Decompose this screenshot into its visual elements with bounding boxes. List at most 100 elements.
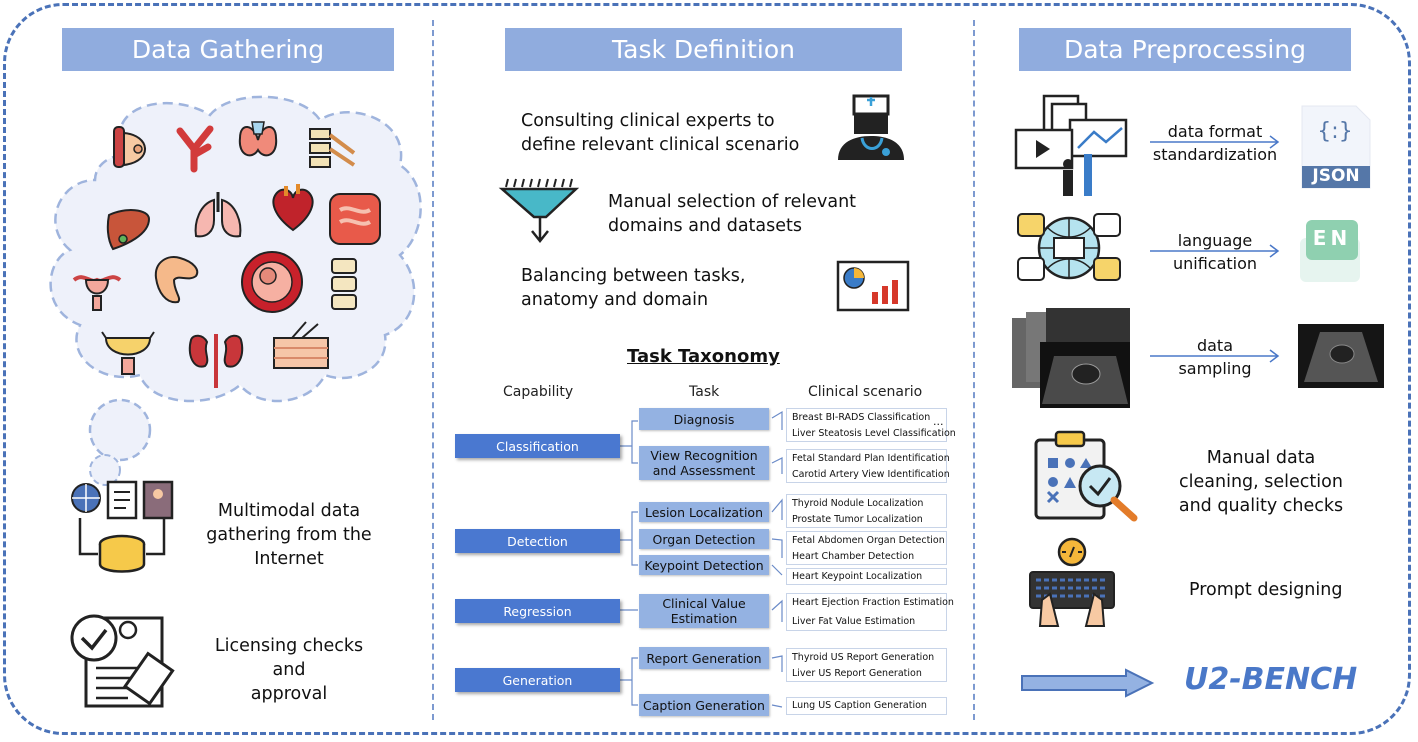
task-view-recognition: View Recognition and Assessment <box>639 446 769 480</box>
step-line: define relevant clinical scenario <box>521 135 800 155</box>
task-caption-generation: Caption Generation <box>639 694 769 716</box>
json-glyph: {:} <box>1317 119 1353 144</box>
en-badge: EN <box>1312 226 1352 250</box>
step-line: anatomy and domain <box>521 290 709 310</box>
arrow-label-line: unification <box>1172 254 1258 273</box>
funnel-icon <box>498 178 580 244</box>
fetus-icon <box>241 251 303 313</box>
arrow-label-line: data format <box>1167 122 1263 141</box>
scenario-box-keypoint: Heart Keypoint Localization <box>786 568 947 585</box>
scenario-text: Heart Keypoint Localization <box>792 571 923 582</box>
arrow-label-line: sampling <box>1178 359 1252 378</box>
pancreas-icon <box>154 256 199 304</box>
json-badge: JSON <box>1312 166 1360 186</box>
outer-frame <box>3 3 1411 735</box>
skin-icon <box>273 321 329 369</box>
ultrasound-image-icon <box>1298 324 1384 388</box>
step-line: domains and datasets <box>608 216 802 236</box>
arrow-icon <box>1150 349 1280 363</box>
scenario-text: Breast BI-RADS Classification <box>792 412 931 423</box>
scenario-box-report: Thyroid US Report Generation Liver US Re… <box>786 648 947 682</box>
scenario-text: Fetal Standard Plan Identification <box>792 453 950 464</box>
json-file-icon <box>1301 105 1371 189</box>
scenario-text: Liver US Report Generation <box>792 668 922 679</box>
arrow-icon <box>1150 135 1280 149</box>
scenario-text: Prostate Tumor Localization <box>792 514 923 525</box>
bladder-icon <box>101 331 155 375</box>
manual-cleaning-text: Manual data cleaning, selection and qual… <box>1176 446 1346 518</box>
task-diagnosis: Diagnosis <box>639 408 769 430</box>
u2-bench-label: U2-BENCH <box>1184 662 1358 697</box>
keyboard-code-icon <box>1029 537 1115 627</box>
chart-board-icon <box>836 260 910 312</box>
label-line: gathering from the <box>206 525 372 545</box>
step-line: Manual data <box>1206 448 1316 468</box>
label-line: Internet <box>254 549 324 569</box>
breast-icon <box>113 126 146 168</box>
thyroid-icon <box>238 121 278 157</box>
data-preprocessing-header: Data Preprocessing <box>1019 28 1351 71</box>
arrow-icon <box>1150 244 1280 258</box>
data-sampling-label: data sampling <box>1145 334 1285 380</box>
label-line: Licensing checks and <box>214 636 364 680</box>
task-lesion-localization: Lesion Localization <box>639 502 769 522</box>
balancing-text: Balancing between tasks, anatomy and dom… <box>521 264 821 312</box>
capability-generation: Generation <box>455 668 620 692</box>
ultrasound-stack-icon <box>1012 308 1130 408</box>
spine-tissue-icon <box>309 128 356 168</box>
column-divider-left <box>432 20 434 720</box>
step-line: cleaning, selection <box>1179 472 1343 492</box>
task-keypoint-detection: Keypoint Detection <box>639 555 769 575</box>
capability-classification: Classification <box>455 434 620 458</box>
scenario-box-caption: Lung US Caption Generation <box>786 697 947 715</box>
capability-regression: Regression <box>455 599 620 623</box>
data-format-icon <box>1014 94 1128 196</box>
scenario-text: Carotid Artery View Identification <box>792 469 950 480</box>
scenario-text: Liver Fat Value Estimation <box>792 616 916 627</box>
language-icon <box>1017 213 1121 281</box>
english-language-icon <box>1300 220 1360 282</box>
vessel-icon <box>176 125 214 173</box>
consulting-text: Consulting clinical experts to define re… <box>521 109 821 157</box>
step-line: and quality checks <box>1178 496 1344 516</box>
capability-header: Capability <box>503 384 574 400</box>
license-approval-icon <box>70 614 175 708</box>
licensing-text: Licensing checks and approval <box>196 634 382 706</box>
step-line: Consulting clinical experts to <box>521 111 775 131</box>
liver-icon <box>106 209 151 251</box>
column-divider-right <box>973 20 975 720</box>
step-line: Manual selection of relevant <box>608 192 857 212</box>
task-definition-header: Task Definition <box>505 28 902 71</box>
task-report-generation: Report Generation <box>639 647 769 669</box>
scenario-text: Liver Steatosis Level Classification <box>792 428 956 439</box>
scenario-box-view: Fetal Standard Plan Identification Carot… <box>786 449 950 483</box>
step-line: Balancing between tasks, <box>521 266 746 286</box>
task-header: Task <box>689 384 720 400</box>
intestine-icon <box>329 193 381 245</box>
scenario-text: Lung US Caption Generation <box>792 700 927 711</box>
multimodal-gathering-text: Multimodal data gathering from the Inter… <box>196 499 382 571</box>
scenario-box-lesion: Thyroid Nodule Localization Prostate Tum… <box>786 494 947 528</box>
format-standardization-label: data format standardization <box>1145 120 1285 166</box>
vertebra-icon <box>331 258 357 310</box>
ellipsis-text: ... <box>933 415 944 428</box>
capability-detection: Detection <box>455 529 620 553</box>
language-unification-label: language unification <box>1145 229 1285 275</box>
scenario-text: Heart Ejection Fraction Estimation <box>792 597 954 608</box>
label-line: Multimodal data <box>217 501 361 521</box>
taxonomy-connectors <box>620 410 783 708</box>
organ-cloud <box>49 95 422 486</box>
scenario-text: Fetal Abdomen Organ Detection <box>792 535 945 546</box>
kidney-icon <box>188 334 244 388</box>
taxonomy-title: Task Taxonomy <box>627 346 780 367</box>
uterus-icon <box>72 275 122 311</box>
scenario-box-clinical-value: Heart Ejection Fraction Estimation Liver… <box>786 593 954 631</box>
prompt-designing-text: Prompt designing <box>1189 580 1343 600</box>
scenario-box-organ: Fetal Abdomen Organ Detection Heart Cham… <box>786 531 947 565</box>
clinical-scenario-header: Clinical scenario <box>808 384 923 400</box>
scenario-text: Thyroid Nodule Localization <box>792 498 924 509</box>
bench-arrow-icon <box>1021 668 1155 698</box>
label-line: approval <box>250 684 328 704</box>
manual-selection-text: Manual selection of relevant domains and… <box>608 190 908 238</box>
scenario-text: Heart Chamber Detection <box>792 551 915 562</box>
